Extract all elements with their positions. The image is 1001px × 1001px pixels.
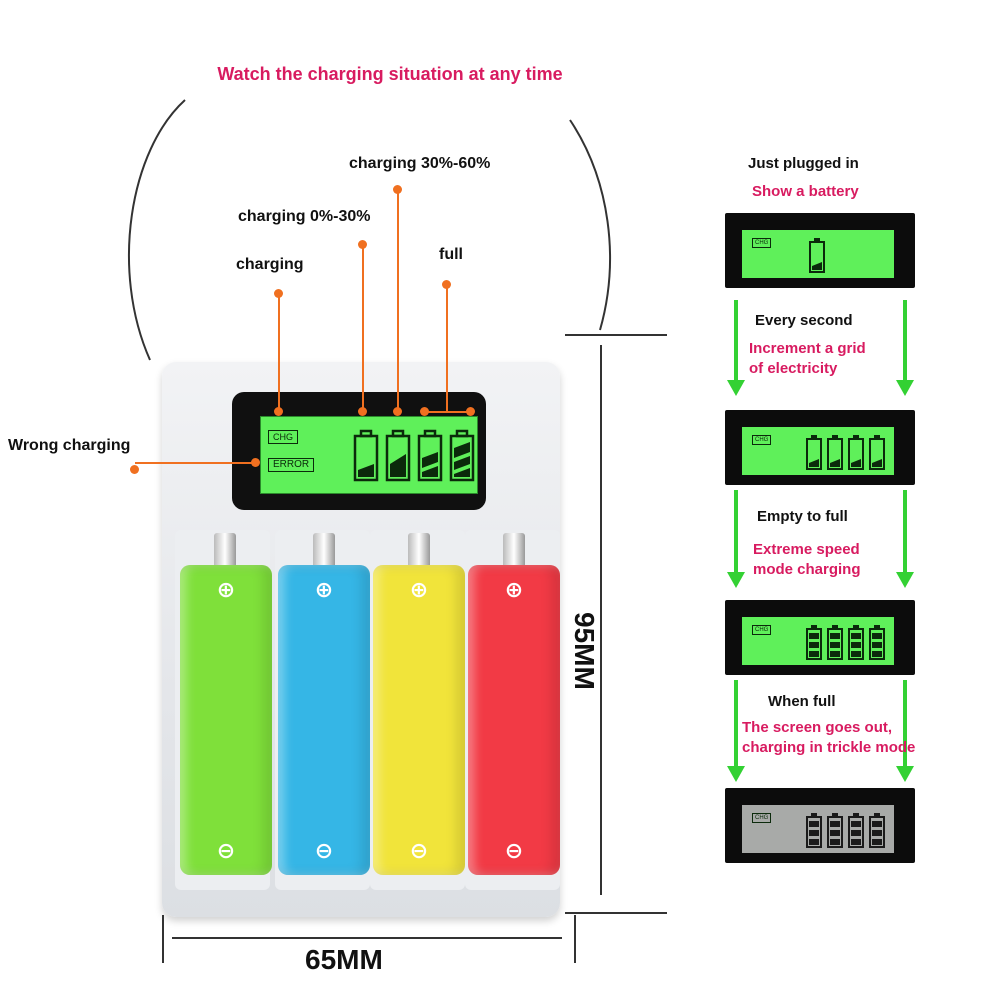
- battery-empty-icon: [809, 238, 825, 273]
- headline: Watch the charging situation at any time: [217, 64, 563, 84]
- battery-icons: [806, 435, 885, 470]
- dimension-horizontal-line: [172, 937, 562, 939]
- dimension-right-tick: [574, 915, 576, 963]
- arrow-line: [734, 490, 738, 572]
- pointer-line: [278, 294, 280, 410]
- pointer-dot: [420, 407, 429, 416]
- battery-yellow: [373, 565, 465, 875]
- step-4-subtitle-2: charging in trickle mode: [742, 739, 916, 756]
- battery-contact-2: [313, 533, 335, 569]
- minus-icon: ⊖: [409, 838, 429, 863]
- pointer-dot: [274, 289, 283, 298]
- arrow-line: [734, 680, 738, 766]
- arrow-line: [903, 300, 907, 380]
- plus-icon: ⊕: [314, 577, 334, 602]
- label-charging-30-60: charging 30%-60%: [349, 155, 491, 172]
- battery-full-icons: [806, 625, 885, 660]
- minus-icon: ⊖: [504, 838, 524, 863]
- dimension-left-tick: [162, 915, 164, 963]
- label-wrong-charging: Wrong charging: [8, 437, 131, 454]
- step-4-screen: CHG: [725, 788, 915, 863]
- pointer-dot: [130, 465, 139, 474]
- battery-green: [180, 565, 272, 875]
- arrow-down-icon: [727, 572, 745, 588]
- pointer-dot: [251, 458, 260, 467]
- step-1-screen: CHG: [725, 213, 915, 288]
- arrow-down-icon: [896, 572, 914, 588]
- chg-tag: CHG: [752, 813, 772, 823]
- pointer-dot: [442, 280, 451, 289]
- plus-icon: ⊕: [409, 577, 429, 602]
- pointer-line: [135, 462, 255, 464]
- chg-tag: CHG: [752, 238, 772, 248]
- plus-icon: ⊕: [504, 577, 524, 602]
- chg-tag: CHG: [752, 625, 772, 635]
- pointer-dot: [274, 407, 283, 416]
- pointer-line: [362, 245, 364, 410]
- step-3-title: Empty to full: [757, 508, 848, 525]
- arrow-line: [903, 680, 907, 766]
- arrow-down-icon: [727, 766, 745, 782]
- dimension-bottom-tick: [565, 912, 667, 914]
- battery-full-icons: [806, 813, 885, 848]
- battery-contact-3: [408, 533, 430, 569]
- pointer-dot: [358, 240, 367, 249]
- label-full: full: [439, 246, 463, 263]
- step-2-subtitle-1: Increment a grid: [749, 340, 866, 357]
- battery-blue: [278, 565, 370, 875]
- arrow-down-icon: [896, 380, 914, 396]
- pointer-dot: [393, 185, 402, 194]
- arrow-line: [734, 300, 738, 380]
- plus-icon: ⊕: [216, 577, 236, 602]
- chg-tag: CHG: [752, 435, 772, 445]
- step-4-title: When full: [768, 693, 836, 710]
- arrow-down-icon: [896, 766, 914, 782]
- battery-contact-1: [214, 533, 236, 569]
- step-2-subtitle-2: of electricity: [749, 360, 838, 377]
- pointer-dot: [393, 407, 402, 416]
- minus-icon: ⊖: [216, 838, 236, 863]
- pointer-line: [446, 285, 448, 412]
- minus-icon: ⊖: [314, 838, 334, 863]
- step-3-screen: CHG: [725, 600, 915, 675]
- dimension-height: 95MM: [569, 612, 600, 690]
- step-1-subtitle: Show a battery: [752, 183, 859, 200]
- battery-contact-4: [503, 533, 525, 569]
- pointer-dot: [358, 407, 367, 416]
- step-2-screen: CHG: [725, 410, 915, 485]
- dimension-vertical-line: [600, 345, 602, 895]
- step-3-subtitle-2: mode charging: [753, 561, 861, 578]
- label-charging: charging: [236, 256, 304, 273]
- step-2-title: Every second: [755, 312, 853, 329]
- dimension-top-tick: [565, 334, 667, 336]
- magnify-arc: [128, 99, 611, 361]
- step-4-subtitle-1: The screen goes out,: [742, 719, 893, 736]
- pointer-dot: [466, 407, 475, 416]
- chg-tag: CHG: [268, 430, 298, 444]
- step-3-subtitle-1: Extreme speed: [753, 541, 860, 558]
- error-tag: ERROR: [268, 458, 315, 472]
- label-charging-0-30: charging 0%-30%: [238, 208, 371, 225]
- lcd-battery-icons: [353, 429, 475, 482]
- pointer-line: [397, 190, 399, 410]
- arrow-line: [903, 490, 907, 572]
- step-1-title: Just plugged in: [748, 155, 859, 172]
- dimension-width: 65MM: [305, 944, 383, 975]
- arrow-down-icon: [727, 380, 745, 396]
- pointer-line: [424, 411, 470, 413]
- battery-red: [468, 565, 560, 875]
